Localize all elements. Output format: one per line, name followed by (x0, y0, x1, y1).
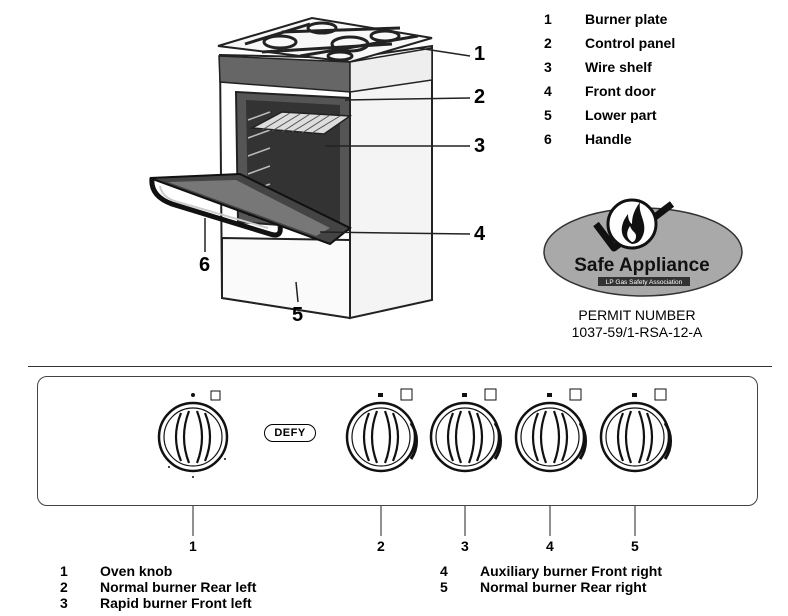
key-label: Auxiliary burner Front right (480, 563, 663, 579)
legend-label: Handle (585, 131, 632, 147)
legend-number: 1 (544, 11, 552, 27)
knob-number: 4 (546, 538, 554, 554)
key-number: 3 (60, 595, 68, 611)
key-label: Normal burner Rear right (480, 579, 647, 595)
callout-4: 4 (474, 223, 486, 245)
callout-2: 2 (474, 86, 486, 108)
safe-appliance-subtitle: LP Gas Safety Association (606, 279, 683, 286)
stove-illustration (149, 16, 471, 320)
callout-6: 6 (199, 254, 211, 276)
key-item: 4 Auxiliary burner Front right (440, 563, 662, 579)
key-number: 2 (60, 579, 68, 595)
safe-appliance-logo: Safe Appliance LP Gas Safety Association (543, 198, 743, 297)
key-item: 3 Rapid burner Front left (60, 595, 252, 611)
legend-label: Lower part (585, 107, 657, 123)
legend-label: Control panel (585, 35, 676, 51)
legend-label: Burner plate (585, 11, 668, 27)
key-number: 1 (60, 563, 68, 579)
burner-knob (514, 388, 587, 473)
key-item: 2 Normal burner Rear left (60, 579, 256, 595)
key-number: 5 (440, 579, 448, 595)
callout-5: 5 (292, 304, 304, 326)
permit-number: 1037-59/1-RSA-12-A (571, 324, 703, 340)
knob-number: 1 (189, 538, 197, 554)
burner-knob (599, 388, 672, 473)
key-label: Oven knob (100, 563, 173, 579)
control-panel-drawing (37, 376, 758, 506)
safe-appliance-title: Safe Appliance (574, 255, 710, 276)
callout-3: 3 (474, 135, 486, 157)
knob-number: 5 (631, 538, 639, 554)
knob-number: 2 (377, 538, 385, 554)
knob-number: 3 (461, 538, 469, 554)
oven-knob (157, 390, 229, 478)
knobs-drawing (157, 388, 672, 536)
key-item: 5 Normal burner Rear right (440, 579, 646, 595)
key-number: 4 (440, 563, 448, 579)
burner-knob (429, 388, 502, 473)
legend-number: 2 (544, 35, 552, 51)
legend-number: 4 (544, 83, 552, 99)
section-divider (28, 366, 772, 367)
burner-knob (345, 388, 418, 473)
legend-number: 3 (544, 59, 552, 75)
defy-logo: DEFY (264, 424, 316, 442)
legend-label: Front door (585, 83, 656, 99)
key-label: Normal burner Rear left (100, 579, 257, 595)
legend-number: 5 (544, 107, 552, 123)
legend-number: 6 (544, 131, 552, 147)
legend-label: Wire shelf (585, 59, 652, 75)
callout-1: 1 (474, 43, 486, 65)
permit-label: PERMIT NUMBER (578, 307, 696, 323)
key-label: Rapid burner Front left (100, 595, 252, 611)
key-item: 1 Oven knob (60, 563, 172, 579)
